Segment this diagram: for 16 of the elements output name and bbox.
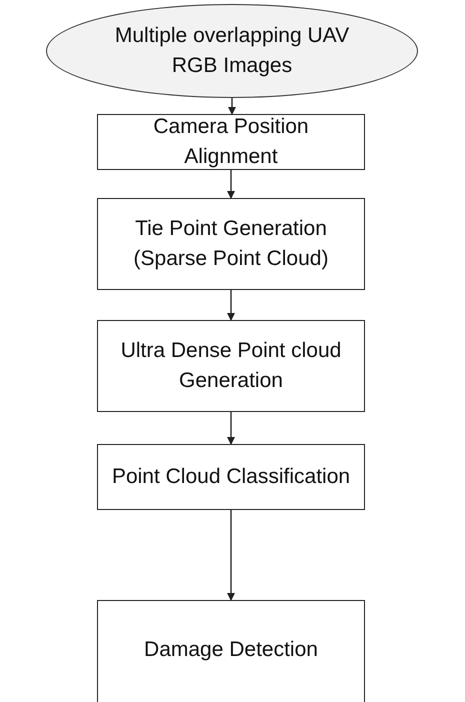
node-label: Tie Point Generation (Sparse Point Cloud) — [132, 216, 330, 272]
process-box — [97, 114, 365, 170]
node-label: Camera Position Alignment — [152, 114, 310, 170]
arrow — [227, 510, 235, 601]
arrow — [228, 98, 236, 115]
process-box — [97, 444, 365, 510]
node-label: Point Cloud Classification — [112, 464, 350, 490]
node-label: Damage Detection — [144, 637, 318, 663]
node-label: Ultra Dense Point cloud Generation — [120, 338, 342, 394]
process-box — [97, 320, 365, 412]
process-box — [97, 198, 365, 290]
process-box — [97, 600, 365, 702]
arrow — [227, 290, 235, 321]
node-label: Multiple overlapping UAV RGB Images — [114, 23, 350, 79]
arrow — [227, 170, 235, 199]
arrow — [227, 412, 235, 445]
